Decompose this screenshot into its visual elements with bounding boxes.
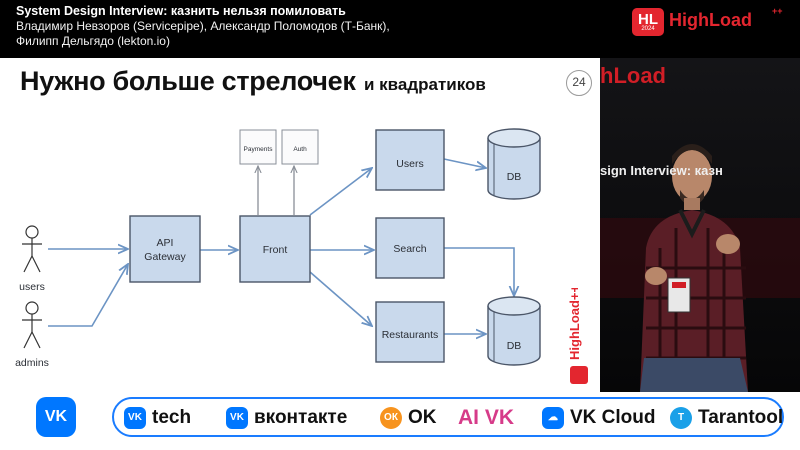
restaurants-service-box [375,301,445,363]
speakers-line-2: Филипп Дельгядо (lekton.io) [16,34,170,48]
sponsor-label: tech [152,407,192,428]
slide-title-sub: и квадратиков [363,75,486,94]
slide-number: 24 [566,70,592,96]
ok-icon: ОК [380,407,402,429]
hl-wordmark: HighLoad [669,10,752,30]
sponsor-bar: VK VK tech VK вконтакте ОК OK AI VK ☁ VK… [0,392,800,450]
db-bottom-cylinder [487,296,541,366]
auth-arrows [258,166,294,215]
sponsors-list: VK tech VK вконтакте ОК OK AI VK ☁ VK Cl… [112,397,784,437]
users-actor-label: users [19,281,45,293]
sponsor-label: AI VK [458,406,515,429]
sponsor-tarantool: T Tarantool [670,405,783,431]
arrow-front-to-restaurants [309,271,372,326]
api-gateway-box [129,215,201,283]
admins-actor-label: admins [15,357,49,369]
users-service-label: Users [396,158,423,170]
vk-cloud-icon: ☁ [542,407,564,429]
users-service-box [375,129,445,191]
speaker-video: hLoad sign Interview: казн [600,58,800,392]
conference-header: System Design Interview: казнить нельзя … [0,0,800,58]
auth-label: Auth [293,146,307,153]
arrow-front-to-users [309,168,372,216]
auth-box [281,129,319,165]
speakers-line-1: Владимир Невзоров (Servicepipe), Алексан… [16,19,390,33]
users-actor-icon [22,225,42,273]
vk-tech-icon: VK [124,407,146,429]
vertical-logo-text: HighLoad++ [567,288,582,360]
speaker-person-icon [640,144,748,392]
api-gateway-label-1: API [157,237,174,249]
sponsor-label: вконтакте [254,407,348,428]
db-top-cylinder [487,128,541,200]
search-service-label: Search [393,243,426,255]
sponsor-vkontakte: VK вконтакте [226,405,347,431]
payments-box [239,129,277,165]
stage-backdrop-logo: hLoad [600,63,666,88]
arrow-admins-to-gateway [48,264,128,327]
arrow-search-to-db [444,247,514,296]
hl-badge: HL [632,8,664,36]
restaurants-service-label: Restaurants [382,329,439,341]
architecture-diagram: users admins Payments Au [15,128,541,369]
slide-title-main: Нужно больше стрелочек [20,66,356,96]
sponsor-label: VK Cloud [570,407,656,428]
vk-logo-icon: VK [36,397,76,437]
vkontakte-icon: VK [226,407,248,429]
admins-actor-icon [22,301,42,349]
speaker-video-frame [600,58,800,392]
sponsor-vk-cloud: ☁ VK Cloud [542,405,656,431]
stage-backdrop-title: sign Interview: казн [600,163,723,178]
api-gateway-label-2: Gateway [144,251,186,263]
payments-label: Payments [244,146,274,153]
arrow-users-to-db [443,158,486,168]
sponsor-ok: ОК OK [380,405,437,431]
hl-plus: ++ [772,6,783,16]
sponsor-vk-tech: VK tech [124,405,191,431]
sponsor-label: OK [408,407,437,428]
diagram-arrows [48,158,514,334]
highload-logo: HL 2024 HighLoad ++ [632,6,786,40]
talk-title: System Design Interview: казнить нельзя … [16,4,346,18]
search-service-box [375,217,445,279]
sponsor-label: Tarantool [698,407,784,428]
hl-year: 2024 [641,26,655,32]
highload-vertical-logo-icon: HighLoad++ [567,288,588,384]
presentation-slide: users admins Payments Au [0,58,600,392]
sponsor-ai-vk: AI VK [458,405,514,431]
front-label: Front [263,244,288,256]
db-top-label: DB [507,171,522,183]
tarantool-icon: T [670,407,692,429]
db-bottom-label: DB [507,340,522,352]
slide-title: Нужно больше стрелочек и квадратиков [20,66,486,97]
front-box [239,215,311,283]
